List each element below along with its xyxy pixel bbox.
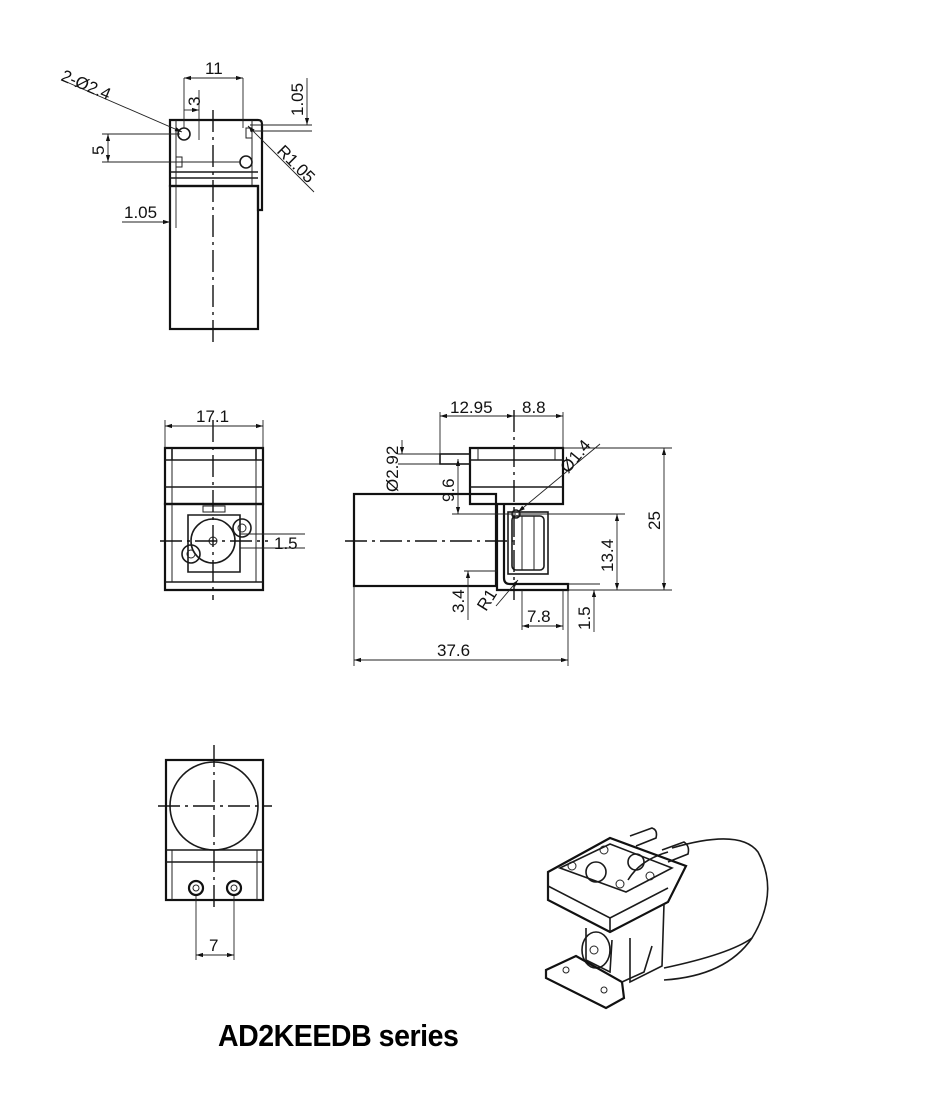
dim-side-a: 12.95 bbox=[450, 398, 493, 417]
dim-front-width: 17.1 bbox=[196, 407, 229, 426]
dim-top-hole-pitch: 5 bbox=[89, 146, 108, 155]
dim-side-port-height: 9.6 bbox=[439, 478, 458, 502]
side-view: 12.95 8.8 Ø2.92 9.6 Ø1.4 25 13.4 3.4 R1 bbox=[345, 398, 672, 666]
dim-top-width: 11 bbox=[205, 59, 223, 78]
dim-bottom-port-pitch: 7 bbox=[209, 936, 218, 955]
dim-top-holes: 2-Ø2.4 bbox=[58, 66, 113, 104]
dim-side-foot-length: 7.8 bbox=[527, 607, 551, 626]
dim-side-foot-height: 3.4 bbox=[449, 589, 468, 613]
dim-side-total-length: 37.6 bbox=[437, 641, 470, 660]
dim-front-thickness: 1.5 bbox=[274, 534, 298, 553]
series-caption: AD2KEEDB series bbox=[218, 1018, 459, 1053]
bottom-view: 7 bbox=[158, 745, 272, 960]
dim-top-side-offset: 1.05 bbox=[124, 203, 157, 222]
dim-side-plate-thickness: 1.5 bbox=[575, 606, 594, 630]
top-view: 11 3 1.05 5 1.05 2-Ø2.4 R1.05 bbox=[58, 59, 319, 342]
front-view: 17.1 1.5 bbox=[160, 407, 305, 600]
dim-side-port-diameter: Ø2.92 bbox=[383, 446, 402, 492]
dim-side-bracket-height: 13.4 bbox=[598, 539, 617, 572]
dim-side-b: 8.8 bbox=[522, 398, 546, 417]
dim-top-offset: 1.05 bbox=[288, 83, 307, 116]
isometric-pump-illustration bbox=[544, 827, 769, 1010]
dim-side-total-height: 25 bbox=[645, 511, 664, 530]
dim-top-hole-offset: 3 bbox=[185, 97, 204, 106]
dim-top-radius: R1.05 bbox=[273, 141, 319, 187]
